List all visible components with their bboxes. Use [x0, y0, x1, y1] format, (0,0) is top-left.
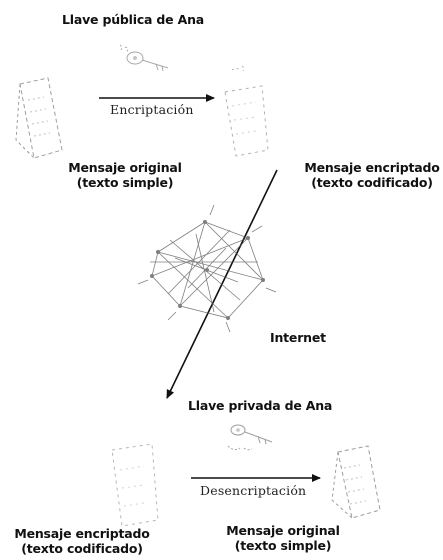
transmission-arrow: [167, 170, 277, 398]
encryption-label: Encriptación: [110, 102, 194, 117]
original-message-line2: (texto simple): [50, 175, 200, 190]
received-encrypted-document-icon: [112, 444, 158, 526]
encrypted-message-line1: Mensaje encriptado: [298, 160, 443, 175]
received-encrypted-line2: (texto codificado): [2, 541, 162, 556]
private-key-label: Llave privada de Ana: [188, 398, 358, 413]
original-message-label: Mensaje original (texto simple): [50, 160, 200, 190]
encrypted-message-line2: (texto codificado): [298, 175, 443, 190]
original-message-line1: Mensaje original: [50, 160, 200, 175]
public-key-icon: [120, 45, 168, 71]
decryption-label: Desencriptación: [200, 483, 306, 498]
original-document-icon: [16, 78, 62, 158]
encrypted-message-label: Mensaje encriptado (texto codificado): [298, 160, 443, 190]
private-key-icon: [228, 425, 272, 450]
encrypted-document-icon: [225, 66, 268, 156]
received-encrypted-message-label: Mensaje encriptado (texto codificado): [2, 526, 162, 556]
public-key-label: Llave pública de Ana: [62, 12, 232, 27]
received-encrypted-line1: Mensaje encriptado: [2, 526, 162, 541]
decrypted-message-label: Mensaje original (texto simple): [208, 523, 358, 553]
internet-label: Internet: [270, 330, 340, 345]
decrypted-document-icon: [332, 446, 380, 518]
internet-network-icon: [138, 205, 276, 332]
decrypted-message-line1: Mensaje original: [208, 523, 358, 538]
decrypted-message-line2: (texto simple): [208, 538, 358, 553]
